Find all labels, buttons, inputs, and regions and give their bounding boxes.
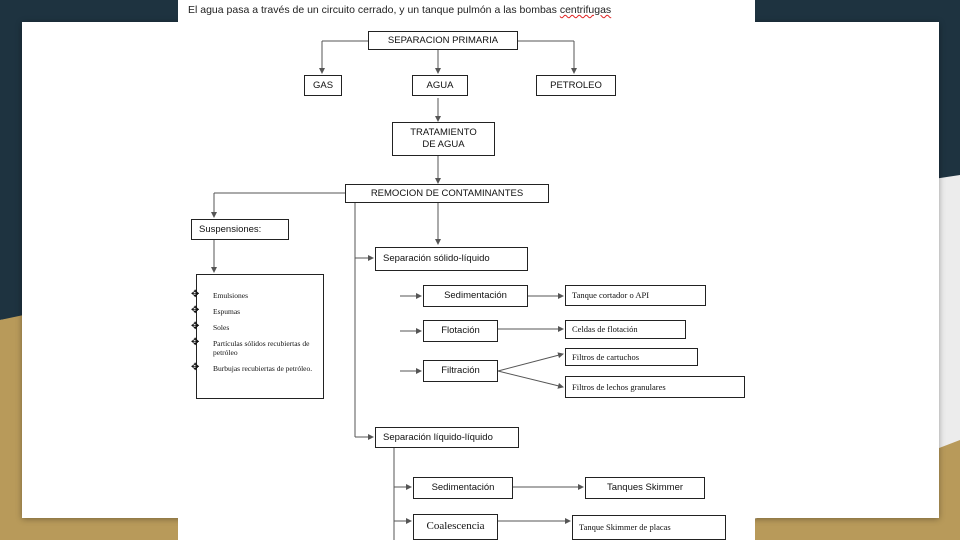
tratamiento-line-2: DE AGUA xyxy=(422,139,465,150)
intro-text: El agua pasa a través de un circuito cer… xyxy=(188,4,612,16)
filtracion-box: Filtración xyxy=(423,360,498,382)
sedimentacion-box-1: Sedimentación xyxy=(423,285,528,307)
gas-box: GAS xyxy=(304,75,342,96)
tanque-cortador-box: Tanque cortador o API xyxy=(565,285,706,306)
document-page: El agua pasa a través de un circuito cer… xyxy=(178,0,755,540)
suspensiones-box: Suspensiones: xyxy=(191,219,289,240)
diamond-bullet-icon: ✥ xyxy=(191,305,200,316)
remocion-contaminantes-box: REMOCION DE CONTAMINANTES xyxy=(345,184,549,203)
diamond-bullet-icon: ✥ xyxy=(191,321,200,332)
misspelled-word: centrifugas xyxy=(559,4,612,16)
diamond-bullet-icon: ✥ xyxy=(191,337,200,348)
filtros-lechos-box: Filtros de lechos granulares xyxy=(565,376,745,398)
list-item: ✥Partículas sólidos recubiertas de petró… xyxy=(191,337,310,357)
tratamiento-line-1: TRATAMIENTO xyxy=(410,127,477,139)
agua-box: AGUA xyxy=(412,75,468,96)
tanque-skimmer-placas-box: Tanque Skimmer de placas xyxy=(572,515,726,540)
celdas-flotacion-box: Celdas de flotación xyxy=(565,320,686,339)
diamond-bullet-icon: ✥ xyxy=(191,289,200,300)
separacion-liquido-liquido-box: Separación líquido-líquido xyxy=(375,427,519,448)
tratamiento-agua-box: TRATAMIENTO DE AGUA xyxy=(392,122,495,156)
suspensiones-list: ✥Emulsiones ✥Espumas ✥Soles ✥Partículas … xyxy=(191,274,324,399)
flotacion-box: Flotación xyxy=(423,320,498,342)
separacion-primaria-box: SEPARACION PRIMARIA xyxy=(368,31,518,50)
list-item: ✥Emulsiones xyxy=(191,289,248,300)
petroleo-box: PETROLEO xyxy=(536,75,616,96)
list-item: ✥Burbujas recubiertas de petróleo. xyxy=(191,362,313,373)
list-item: ✥Soles xyxy=(191,321,230,332)
separacion-solido-liquido-box: Separación sólido-líquido xyxy=(375,247,528,271)
diamond-bullet-icon: ✥ xyxy=(191,362,200,373)
sedimentacion-box-2: Sedimentación xyxy=(413,477,513,499)
tanques-skimmer-box: Tanques Skimmer xyxy=(585,477,705,499)
list-item: ✥Espumas xyxy=(191,305,241,316)
coalescencia-box: Coalescencia xyxy=(413,514,498,540)
connector-lines xyxy=(211,40,584,540)
filtros-cartuchos-box: Filtros de cartuchos xyxy=(565,348,698,366)
